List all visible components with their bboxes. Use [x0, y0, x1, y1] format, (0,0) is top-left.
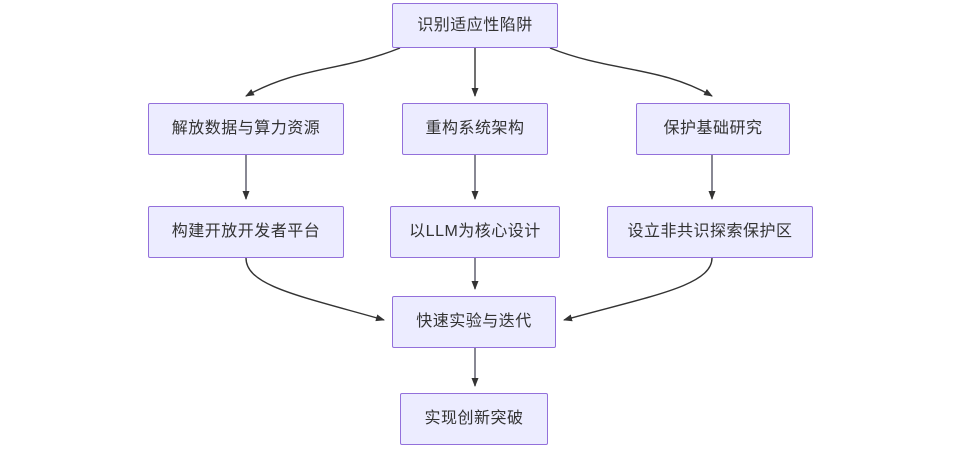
node-free-data-compute-resources[interactable]: 解放数据与算力资源 [148, 103, 344, 155]
node-label: 识别适应性陷阱 [417, 16, 533, 34]
edge-n1-n2 [245, 47, 401, 97]
node-label: 以LLM为核心设计 [409, 223, 541, 241]
node-label: 实现创新突破 [424, 410, 524, 428]
node-restructure-system-architecture[interactable]: 重构系统架构 [402, 103, 548, 155]
node-label: 设立非共识探索保护区 [627, 223, 793, 241]
node-label: 构建开放开发者平台 [171, 223, 321, 241]
edge-n1-n4 [549, 47, 713, 97]
node-rapid-experiment-iteration[interactable]: 快速实验与迭代 [392, 296, 556, 348]
node-label: 保护基础研究 [663, 120, 763, 138]
node-achieve-innovation-breakthrough[interactable]: 实现创新突破 [400, 393, 548, 445]
node-protect-basic-research[interactable]: 保护基础研究 [636, 103, 790, 155]
node-label: 快速实验与迭代 [416, 313, 532, 331]
node-nonconsensus-exploration-zone[interactable]: 设立非共识探索保护区 [607, 206, 813, 258]
node-label: 重构系统架构 [425, 120, 525, 138]
node-label: 解放数据与算力资源 [171, 120, 321, 138]
node-identify-adaptive-trap[interactable]: 识别适应性陷阱 [392, 3, 558, 48]
edge-n7-n8 [563, 257, 713, 322]
edge-n5-n8 [245, 257, 385, 322]
node-llm-centric-design[interactable]: 以LLM为核心设计 [390, 206, 560, 258]
node-build-open-developer-platform[interactable]: 构建开放开发者平台 [148, 206, 344, 258]
